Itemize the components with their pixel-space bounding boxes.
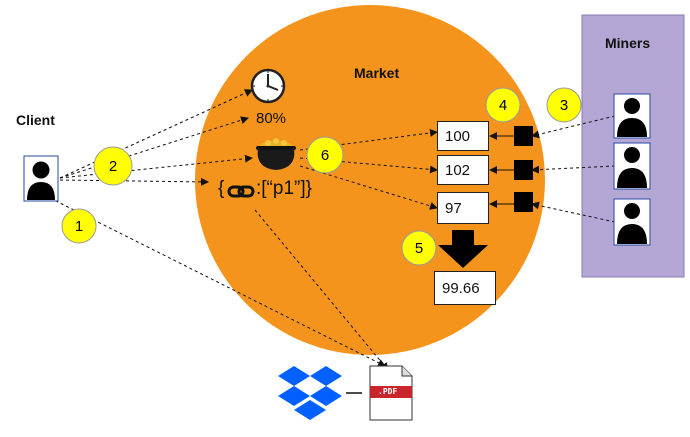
client-person-icon bbox=[23, 155, 59, 202]
step-circles bbox=[61, 87, 582, 266]
bid-box-2: 102 bbox=[437, 155, 489, 185]
step-circle-4 bbox=[485, 87, 521, 123]
step-circle-2 bbox=[93, 146, 133, 186]
step-circle-1 bbox=[61, 208, 97, 244]
aggregate-down-arrow bbox=[438, 230, 488, 268]
link-icon bbox=[227, 185, 255, 198]
step-number-2: 2 bbox=[109, 158, 117, 175]
step-number-4: 4 bbox=[499, 97, 507, 114]
link-reference-text: :[“p1”]} bbox=[256, 178, 312, 199]
clock-icon bbox=[250, 68, 286, 104]
miner-person-icon-2 bbox=[613, 142, 651, 190]
pdf-label: .PDF bbox=[378, 387, 398, 396]
step-number-1: 1 bbox=[75, 218, 83, 235]
pdf-file-icon bbox=[369, 365, 413, 421]
result-box: 99.66 bbox=[434, 271, 496, 305]
dropbox-icon bbox=[278, 366, 342, 420]
miners-label: Miners bbox=[605, 35, 651, 51]
percentage-label: 80% bbox=[256, 110, 287, 127]
pot-of-gold-icon bbox=[256, 138, 296, 170]
link-prefix: { bbox=[218, 178, 225, 199]
bid-token-2 bbox=[514, 160, 533, 180]
bid-token-1 bbox=[514, 126, 533, 146]
bid-token-3 bbox=[514, 192, 533, 212]
step-number-5: 5 bbox=[415, 240, 423, 257]
step-number-6: 6 bbox=[321, 147, 329, 164]
bid-box-3: 97 bbox=[437, 192, 489, 224]
step-number-3: 3 bbox=[560, 97, 568, 114]
bid-box-1: 100 bbox=[437, 121, 489, 151]
square-to-bid-arrows bbox=[489, 132, 514, 208]
pot-to-bid-arrows bbox=[299, 128, 438, 210]
miner-arrows bbox=[531, 115, 616, 223]
step-circle-6 bbox=[306, 136, 344, 174]
client-arrows bbox=[49, 89, 389, 371]
client-label: Client bbox=[16, 112, 55, 128]
step-circle-3 bbox=[546, 87, 582, 123]
miner-person-icon-1 bbox=[613, 93, 651, 139]
step-circle-5 bbox=[401, 230, 437, 266]
market-label: Market bbox=[354, 65, 400, 81]
miner-person-icon-3 bbox=[613, 198, 651, 246]
